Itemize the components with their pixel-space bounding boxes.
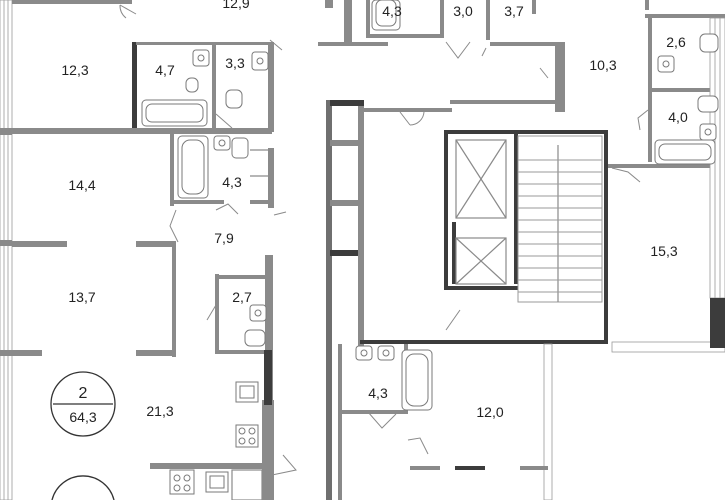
room-area-label: 7,9 [214,230,234,246]
room-labels: 12,9 4,3 3,0 3,7 12,3 4,7 3,3 14,4 4,3 7… [61,0,688,420]
room-area-label: 21,3 [146,403,173,419]
next-apartment-badge-edge [51,475,115,500]
left-apartments-walls [12,42,274,500]
bathroom-2-7 [206,304,267,347]
bathroom-4-7 [141,49,210,127]
room-area-label: 12,0 [476,404,503,420]
room-area-label: 4,3 [382,3,402,19]
apartment-room-count: 2 [79,385,88,402]
right-bathrooms [654,33,719,165]
right-apartments-walls [608,0,725,353]
room-area-label: 3,3 [225,55,245,71]
top-middle-rooms [366,0,536,59]
apartment-badge[interactable]: 2 64,3 [50,371,116,437]
room-area-label: 3,7 [504,3,524,19]
lower-middle-walls [338,343,553,500]
left-facade [0,0,13,500]
bathroom-4-3-left [177,135,268,199]
room-area-label: 3,0 [453,3,473,19]
room-area-label: 12,9 [222,0,249,11]
elevator-shaft-1 [455,139,507,219]
left-doors [169,39,297,476]
stair-steps [518,159,602,293]
top-left-walls [12,0,333,19]
corridor [318,0,565,500]
room-area-label: 13,7 [68,289,95,305]
bathroom-3-3 [215,51,269,129]
room-area-label: 2,6 [666,34,686,50]
room-area-label: 4,3 [222,174,242,190]
room-area-label: 15,3 [650,243,677,259]
room-area-label: 12,3 [61,62,88,78]
apartment-total-area: 64,3 [69,409,96,425]
elevator-shaft-2 [455,237,507,285]
room-area-label: 4,7 [155,62,175,78]
room-area-label: 10,3 [589,57,616,73]
room-area-label: 4,0 [668,109,688,125]
room-area-label: 4,3 [368,385,388,401]
room-area-label: 14,4 [68,177,95,193]
kitchen-21-3 [169,381,263,500]
stair-core [360,130,608,344]
room-area-label: 2,7 [232,289,252,305]
